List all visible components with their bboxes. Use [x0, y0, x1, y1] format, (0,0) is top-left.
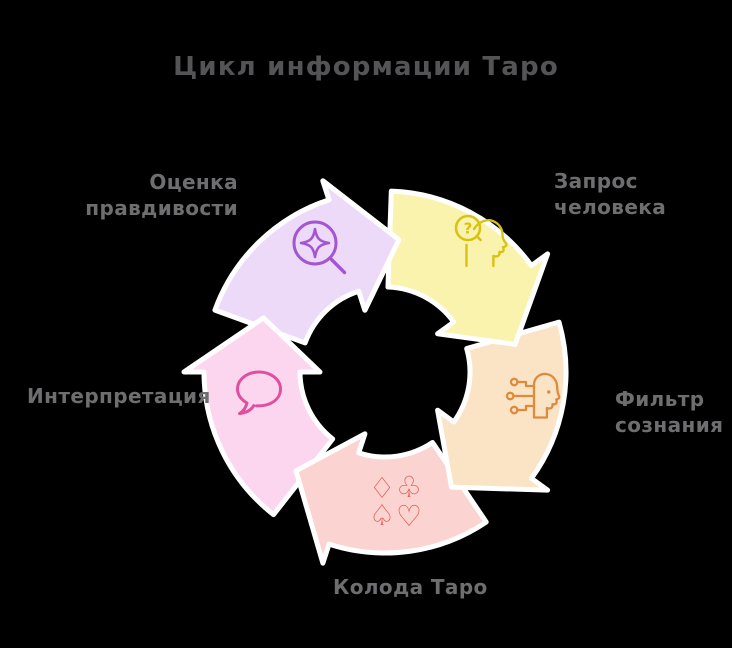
diamond-suit-glyph: ♢ — [369, 471, 395, 505]
segment-human-request — [386, 191, 549, 345]
label-interpretation: Интерпретация — [27, 383, 211, 409]
question-head-icon: ? — [454, 214, 508, 268]
diagram-title: Цикл информации Таро — [173, 52, 559, 82]
label-line: сознания — [615, 413, 724, 437]
label-tarot-deck: Колода Таро — [333, 574, 488, 600]
spade-suit-glyph: ♤ — [369, 498, 395, 532]
label-mind-filter: Фильтр сознания — [615, 386, 723, 438]
label-line: Колода Таро — [333, 575, 488, 599]
label-line: человека — [554, 195, 667, 219]
club-suit-glyph: ♧ — [396, 470, 422, 504]
label-line: Фильтр — [615, 387, 705, 411]
question-mark-glyph: ? — [464, 220, 473, 238]
label-line: Оценка — [149, 170, 238, 194]
speech-bubble-icon — [236, 370, 282, 416]
label-line: Интерпретация — [27, 384, 211, 408]
label-line: правдивости — [85, 196, 238, 220]
label-truth-check: Оценка правдивости — [85, 169, 238, 221]
sparkle-magnifier-icon — [292, 220, 347, 275]
circuit-head-icon — [505, 372, 561, 419]
label-line: Запрос — [554, 169, 638, 193]
heart-suit-glyph: ♡ — [396, 499, 422, 533]
label-human-request: Запрос человека — [554, 168, 666, 220]
card-suits-icon: ♢ ♧ ♤ ♡ — [369, 470, 422, 533]
